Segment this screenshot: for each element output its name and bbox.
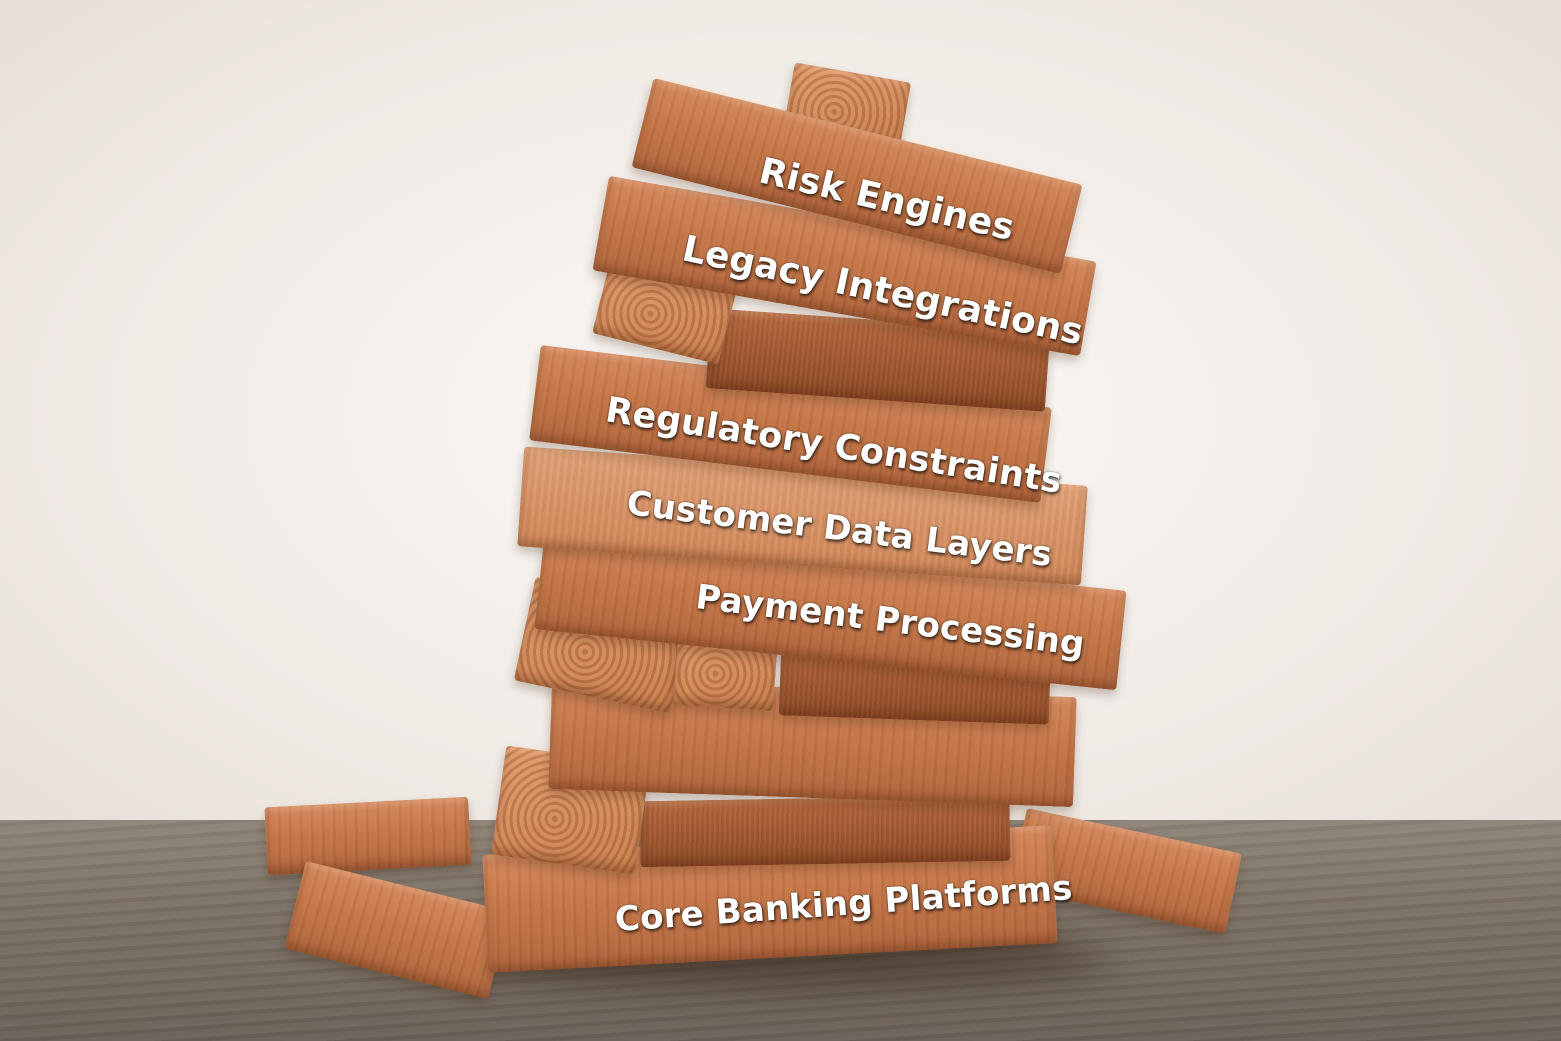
- block-level-2-back: [639, 794, 1011, 868]
- loose-block-left-back: [264, 796, 472, 876]
